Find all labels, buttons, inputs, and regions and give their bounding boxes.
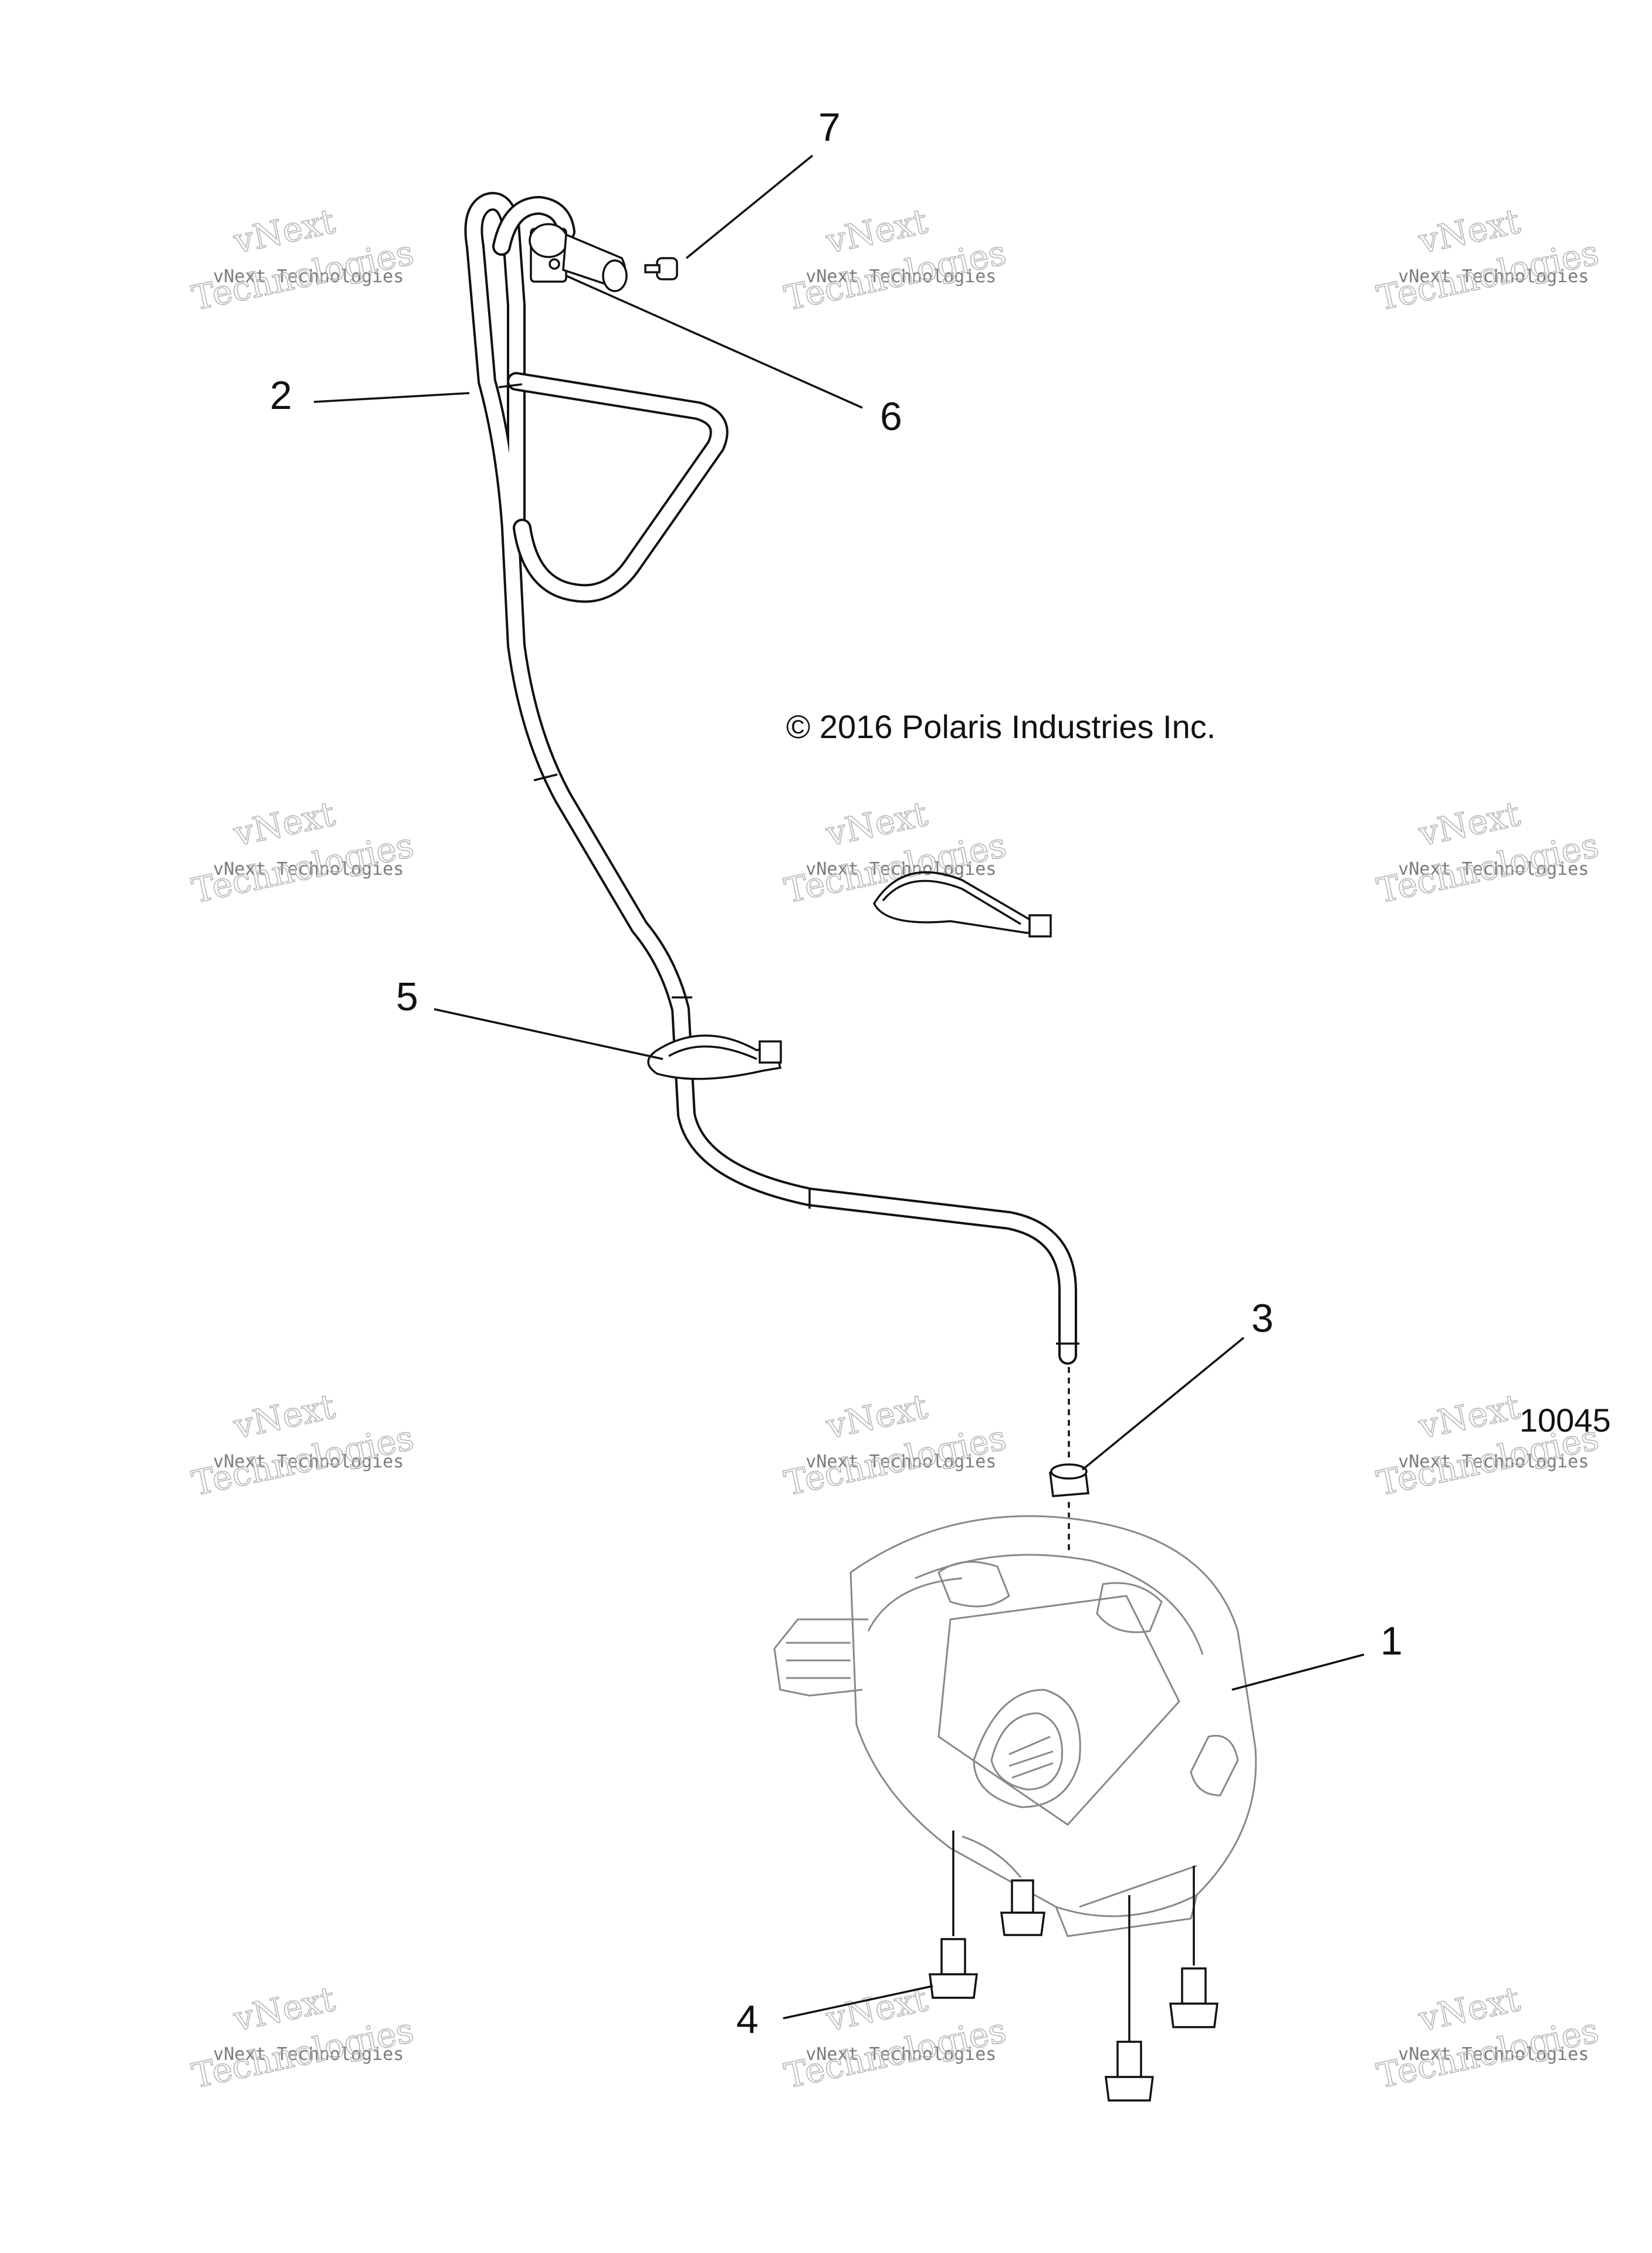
copyright-notice: © 2016 Polaris Industries Inc.: [786, 708, 1216, 745]
callout-6: 6: [880, 394, 902, 439]
watermark-line2: vNext Technologies: [213, 2044, 404, 2065]
hose-clamp-installed: [647, 1034, 782, 1080]
watermark-line2: vNext Technologies: [1398, 859, 1589, 879]
watermark-line2: vNext Technologies: [213, 1452, 404, 1472]
small-clamp: [1049, 1367, 1089, 1555]
callout-labels: 7 2 6 5 3 1 4: [270, 105, 1403, 2042]
watermark-line2: vNext Technologies: [213, 266, 404, 287]
watermark-line2: vNext Technologies: [805, 2044, 996, 2065]
leader-lines: [313, 154, 1365, 2019]
hose-clamp-spare: [872, 871, 1052, 938]
hose-bracket: [529, 223, 628, 292]
push-rivet: [644, 257, 678, 280]
watermark-line2: vNext Technologies: [805, 1452, 996, 1472]
mounting-bolts: [929, 1831, 1218, 2102]
watermark-line2: vNext Technologies: [1398, 2044, 1589, 2065]
diagram-number: 10045: [1519, 1402, 1611, 1439]
callout-3: 3: [1251, 1296, 1274, 1341]
gearcase: [773, 1515, 1257, 1937]
watermark-line2: vNext Technologies: [805, 266, 996, 287]
callout-5: 5: [396, 975, 418, 1019]
vent-hose: [464, 192, 1079, 1365]
callout-1: 1: [1380, 1619, 1403, 1663]
watermark-line2: vNext Technologies: [1398, 1452, 1589, 1472]
callout-4: 4: [736, 1997, 759, 2042]
watermark-line2: vNext Technologies: [1398, 266, 1589, 287]
watermark-line2: vNext Technologies: [805, 859, 996, 879]
callout-7: 7: [818, 105, 841, 150]
callout-2: 2: [270, 373, 292, 418]
watermark-line2: vNext Technologies: [213, 859, 404, 879]
